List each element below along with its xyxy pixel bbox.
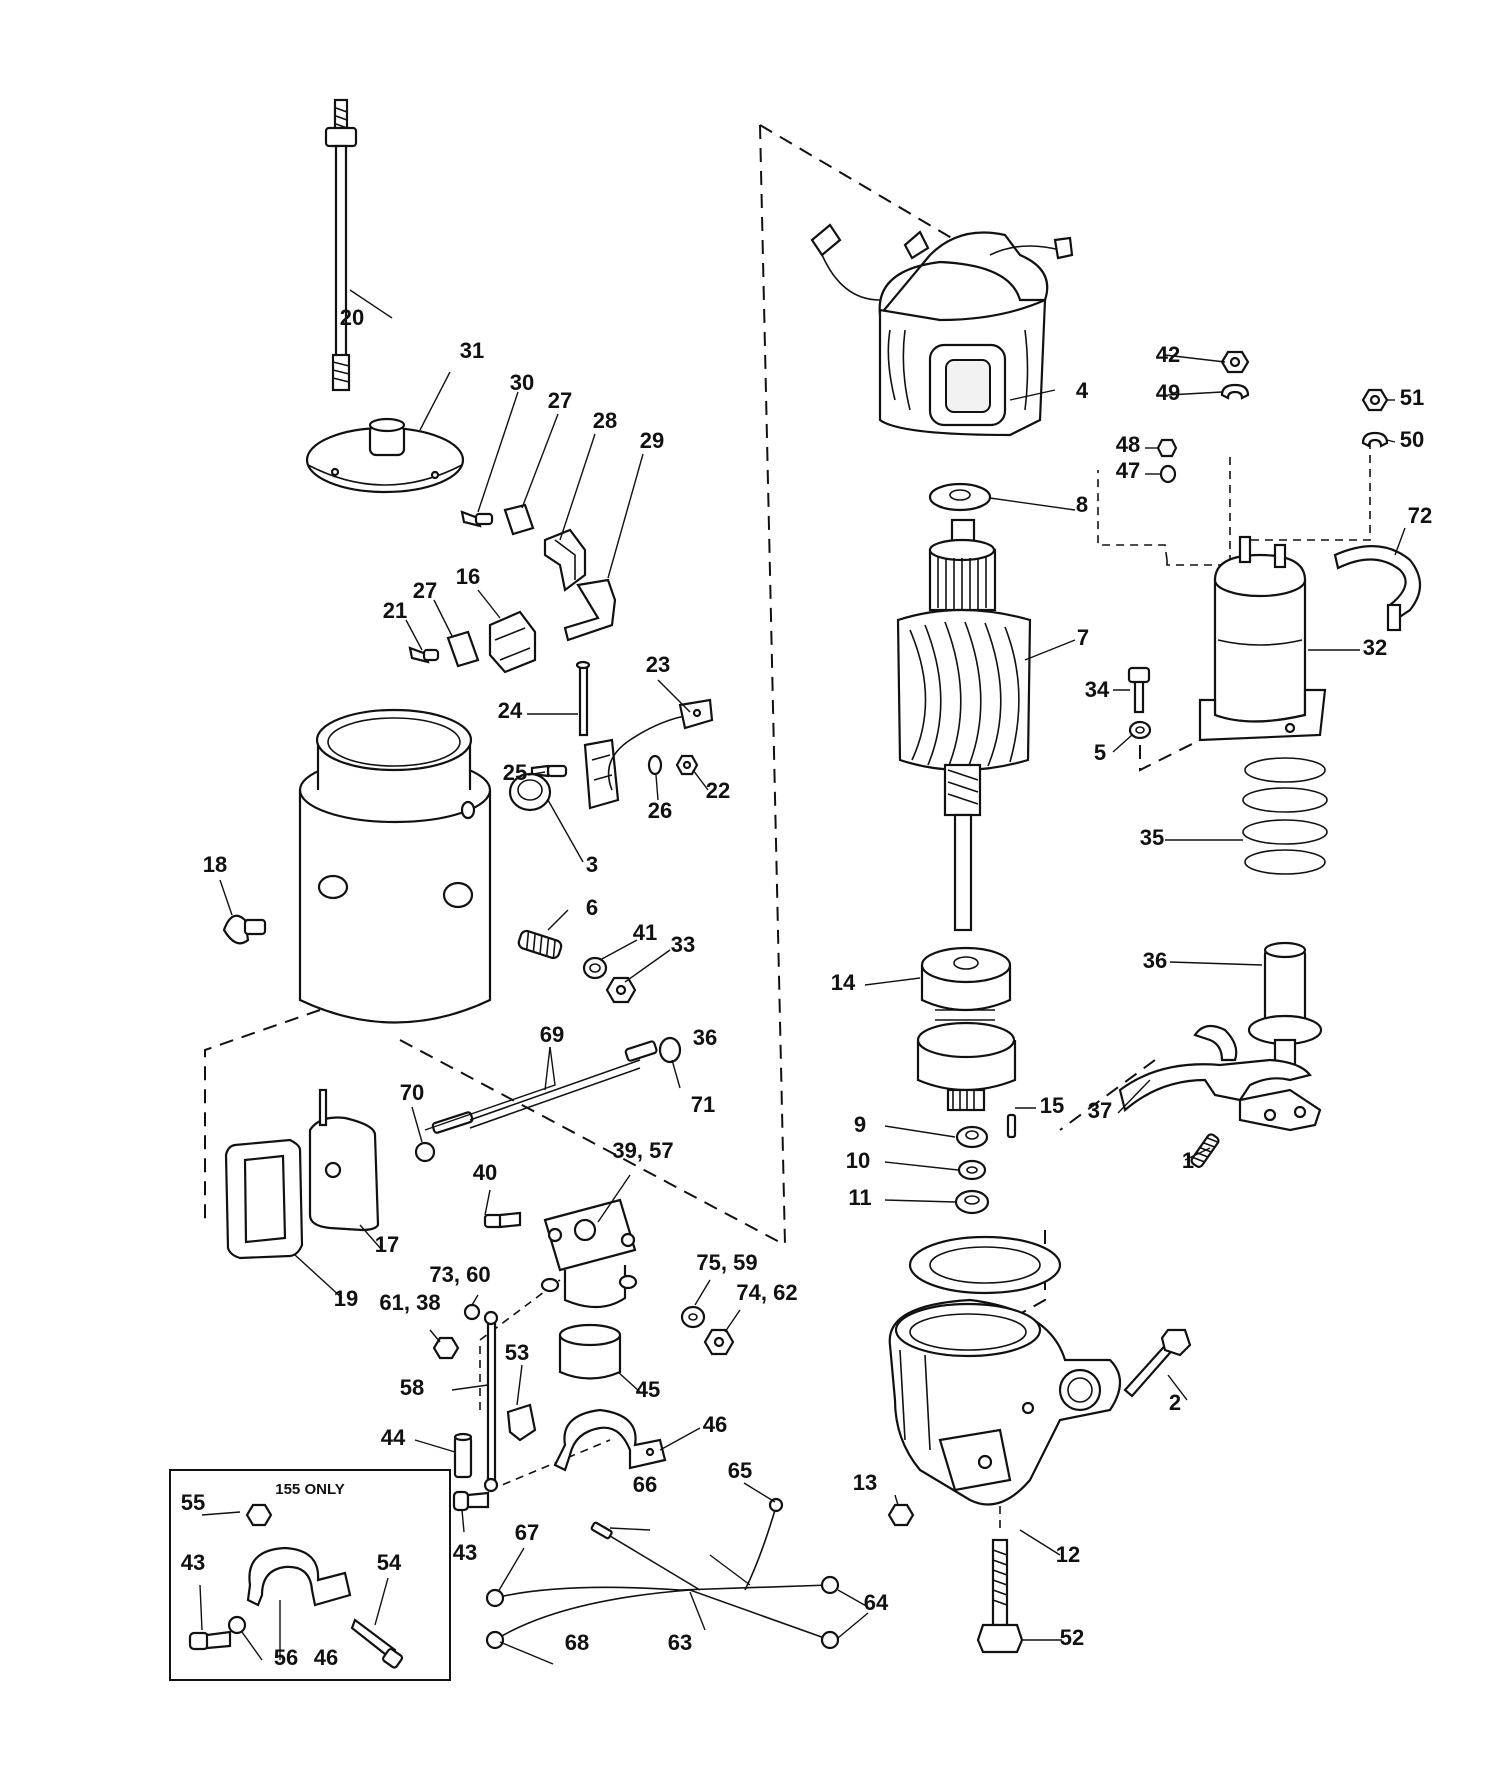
callout-label: 24 — [498, 698, 523, 723]
callout-label: 1 — [1182, 1148, 1194, 1173]
callout-label: 29 — [640, 428, 664, 453]
callout-label: 16 — [456, 564, 480, 589]
callout-label: 19 — [334, 1286, 358, 1311]
armature-part — [896, 518, 1032, 932]
callout-label: 23 — [646, 652, 670, 677]
callout-label: 36 — [1143, 948, 1167, 973]
callout-label: 9 — [854, 1112, 866, 1137]
callout-label: 51 — [1400, 385, 1424, 410]
callout-label: 64 — [864, 1590, 889, 1615]
callout-label: 25 — [503, 760, 527, 785]
callout-label: 54 — [377, 1550, 402, 1575]
drive-assembly-part — [916, 946, 1017, 1112]
callout-label: 75, 59 — [696, 1250, 757, 1275]
callout-label: 45 — [636, 1377, 660, 1402]
callout-label: 43 — [453, 1540, 477, 1565]
callout-label: 42 — [1156, 342, 1180, 367]
callout-label: 7 — [1077, 625, 1089, 650]
callout-label: 21 — [383, 598, 407, 623]
callout-label: 72 — [1408, 503, 1432, 528]
callout-label: 26 — [648, 798, 672, 823]
end-cap-part — [305, 417, 465, 494]
plunger-fork-parts — [1118, 757, 1328, 1168]
callout-label: 32 — [1363, 635, 1387, 660]
callout-label: 43 — [181, 1550, 205, 1575]
callout-label: 66 — [633, 1472, 657, 1497]
callout-label: 18 — [203, 852, 227, 877]
callout-label: 36 — [693, 1025, 717, 1050]
callout-label: 10 — [846, 1148, 870, 1173]
nut-washer-parts — [680, 1305, 735, 1356]
callout-label: 28 — [593, 408, 617, 433]
callout-label: 46 — [703, 1412, 727, 1437]
inset-label: 155 ONLY — [275, 1481, 345, 1498]
callout-label: 53 — [505, 1340, 529, 1365]
callout-label: 67 — [515, 1520, 539, 1545]
callout-label: 37 — [1088, 1098, 1112, 1123]
callout-label: 46 — [314, 1645, 338, 1670]
solenoid-parts — [432, 1198, 667, 1512]
terminal-parts — [530, 660, 714, 810]
callout-label: 49 — [1156, 380, 1180, 405]
callout-label: 4 — [1076, 378, 1089, 403]
callout-label: 27 — [413, 578, 437, 603]
callout-label: 5 — [1094, 740, 1106, 765]
wire-harness-part — [485, 1497, 840, 1650]
callout-label: 48 — [1116, 432, 1140, 457]
callout-label: 22 — [706, 778, 730, 803]
leader-lines — [199, 289, 1406, 1665]
callout-label: 63 — [668, 1630, 692, 1655]
callout-label: 55 — [181, 1490, 205, 1515]
callout-label: 31 — [460, 338, 484, 363]
callout-label: 71 — [691, 1092, 715, 1117]
callout-label: 14 — [831, 970, 856, 995]
drive-end-housing-part — [887, 1235, 1192, 1654]
callout-label: 65 — [728, 1458, 752, 1483]
callout-label: 73, 60 — [429, 1262, 490, 1287]
callout-label: 40 — [473, 1160, 497, 1185]
inset-155-only: 155 ONLY — [169, 1469, 451, 1681]
callout-label: 27 — [548, 388, 572, 413]
callout-label: 47 — [1116, 458, 1140, 483]
callout-label: 61, 38 — [379, 1290, 440, 1315]
callout-label: 30 — [510, 370, 534, 395]
callout-label: 58 — [400, 1375, 424, 1400]
callout-label: 35 — [1140, 825, 1164, 850]
gasket-pad-parts — [224, 1088, 380, 1260]
callout-label: 17 — [375, 1232, 399, 1257]
callout-label: 2 — [1169, 1390, 1181, 1415]
assembly-dashed-lines — [204, 124, 1371, 1530]
callout-label: 68 — [565, 1630, 589, 1655]
callout-label: 20 — [340, 305, 364, 330]
callout-label: 12 — [1056, 1542, 1080, 1567]
callout-label: 6 — [586, 895, 598, 920]
drive-hardware-parts — [954, 1113, 1017, 1215]
through-bolt-part — [324, 98, 358, 392]
callout-label: 56 — [274, 1645, 298, 1670]
motor-housing-part — [222, 708, 637, 1024]
callout-labels: 1234567891011121314151617181920212223242… — [181, 305, 1432, 1670]
starter-solenoid-part — [1127, 350, 1422, 742]
callout-label: 69 — [540, 1022, 564, 1047]
callout-label: 34 — [1085, 677, 1110, 702]
callout-label: 44 — [381, 1425, 406, 1450]
callout-label: 41 — [633, 920, 657, 945]
brush-holder-parts — [408, 503, 617, 674]
callout-label: 11 — [848, 1185, 871, 1210]
callout-label: 13 — [853, 1470, 877, 1495]
thrust-washer-part — [928, 482, 992, 512]
callout-label: 8 — [1076, 492, 1088, 517]
callout-label: 50 — [1400, 427, 1424, 452]
callout-label: 15 — [1040, 1093, 1064, 1118]
callout-label: 52 — [1060, 1625, 1084, 1650]
callout-label: 33 — [671, 932, 695, 957]
callout-label: 3 — [586, 852, 598, 877]
callout-label: 70 — [400, 1080, 424, 1105]
field-coil-part — [810, 223, 1074, 437]
callout-label: 39, 57 — [612, 1138, 673, 1163]
callout-label: 74, 62 — [736, 1280, 797, 1305]
